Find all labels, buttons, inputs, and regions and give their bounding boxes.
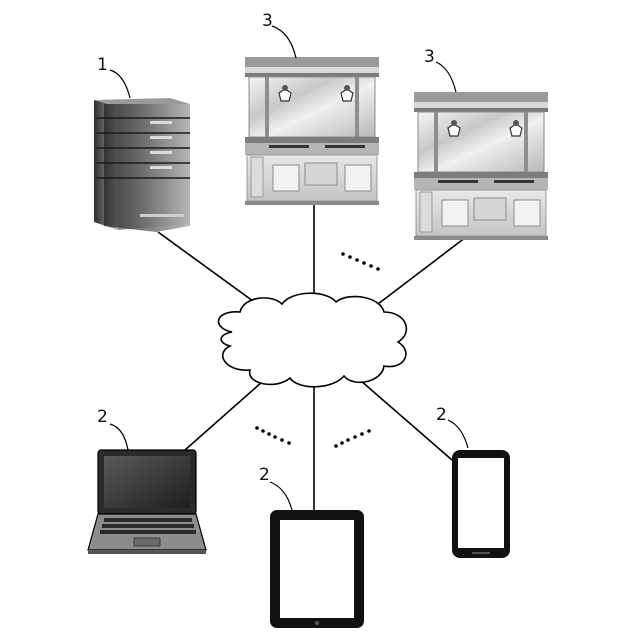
tablet-ref-label: 2 xyxy=(259,465,270,485)
ellipsis-bottom-left xyxy=(255,426,291,445)
ellipsis-top xyxy=(341,252,380,271)
phone-ref-label: 2 xyxy=(436,405,447,425)
machine-left-ref-label: 3 xyxy=(262,11,273,31)
server-ref-label: 1 xyxy=(97,55,108,75)
machine-left-icon xyxy=(245,57,379,205)
laptop-link xyxy=(185,382,262,450)
laptop-ref-label: 2 xyxy=(97,407,108,427)
tablet-icon xyxy=(270,510,364,628)
phone-icon xyxy=(452,450,510,558)
network-cloud xyxy=(219,293,407,387)
machine-right-ref-label: 3 xyxy=(424,47,435,67)
ellipsis-bottom-right xyxy=(334,429,371,448)
laptop-icon xyxy=(88,450,206,554)
machine-right-link xyxy=(378,234,470,304)
machine-right-icon xyxy=(414,92,548,240)
server-icon xyxy=(94,98,190,232)
